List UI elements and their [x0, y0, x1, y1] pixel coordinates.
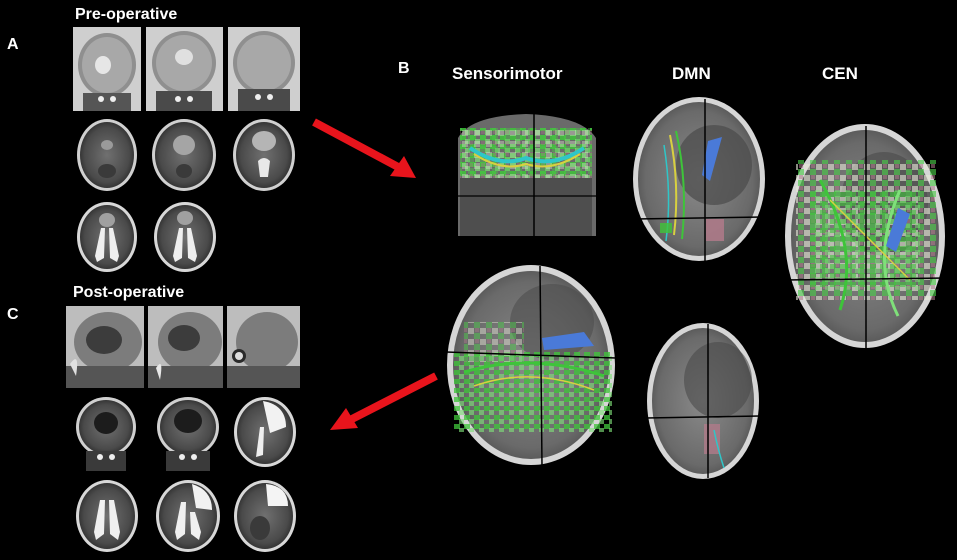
post-op-axial-1: [230, 393, 300, 471]
column-title-cen: CEN: [822, 64, 858, 83]
post-op-sagittal-2: [148, 306, 223, 388]
dmn-axial-image-bottom: [644, 320, 762, 482]
pre-op-coronal-1: [73, 27, 141, 111]
pre-op-axial-5: [150, 198, 220, 276]
pre-operative-title: Pre-operative: [75, 6, 178, 23]
cen-axial-image: [780, 120, 950, 352]
post-op-sagittal-3: [227, 306, 300, 388]
pre-op-axial-4: [73, 198, 141, 276]
post-operative-title: Post-operative: [73, 284, 185, 301]
column-title-dmn: DMN: [672, 64, 711, 83]
arrow-sensorimotor-to-post: [330, 372, 438, 430]
dmn-axial-image-top: [630, 95, 768, 263]
pre-op-coronal-3: [228, 27, 300, 111]
post-op-sagittal-1: [66, 306, 144, 388]
post-op-axial-4: [230, 476, 300, 556]
sensorimotor-axial-image: [444, 262, 618, 468]
panel-letter-a: A: [7, 36, 19, 53]
post-op-coronal-2: [152, 393, 224, 471]
pre-op-axial-1: [73, 115, 141, 195]
sensorimotor-coronal-image: [450, 108, 602, 236]
column-title-sensorimotor: Sensorimotor: [452, 64, 563, 83]
post-op-axial-3: [152, 476, 224, 556]
pre-op-axial-2: [146, 115, 223, 195]
pre-op-axial-3: [228, 115, 300, 195]
panel-letter-b: B: [398, 60, 410, 77]
panel-letter-c: C: [7, 306, 19, 323]
pre-op-coronal-2: [146, 27, 223, 111]
arrow-pre-to-sensorimotor: [312, 118, 416, 178]
post-op-axial-2: [72, 476, 142, 556]
post-op-coronal-1: [72, 393, 140, 471]
